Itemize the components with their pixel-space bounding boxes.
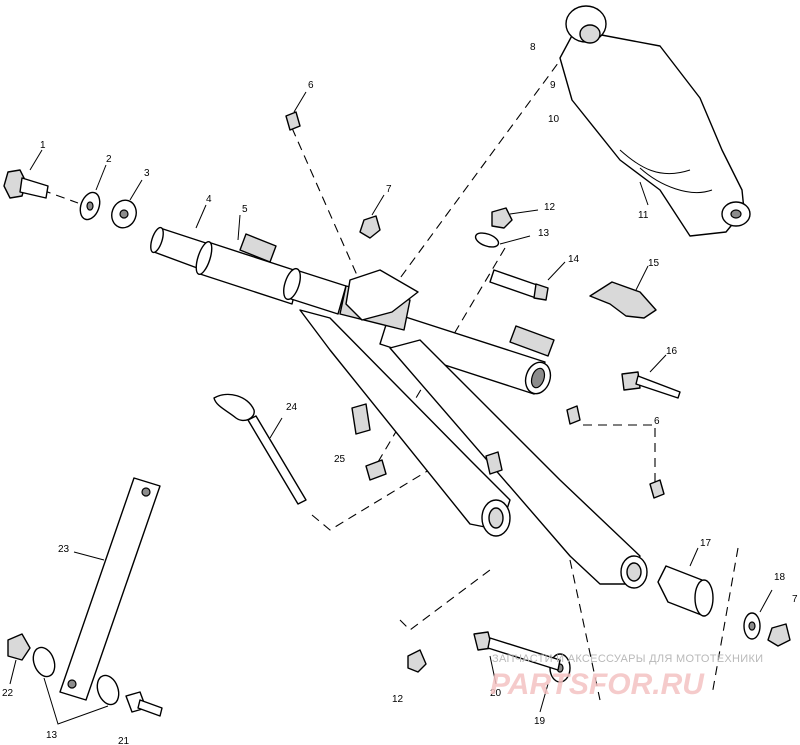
callout-13-top: 13 bbox=[538, 228, 550, 239]
callout-14: 14 bbox=[568, 254, 580, 265]
watermark: ЗАПЧАСТИ И АКСЕССУАРЫ ДЛЯ МОТОТЕХНИКИ PA… bbox=[490, 653, 763, 701]
callout-13-bottom: 13 bbox=[46, 730, 58, 741]
callout-7-top: 7 bbox=[386, 184, 392, 195]
callout-2: 2 bbox=[106, 154, 112, 165]
callout-10: 10 bbox=[548, 114, 560, 125]
callout-21: 21 bbox=[118, 736, 130, 745]
callout-18: 18 bbox=[774, 572, 786, 583]
rod-part-24 bbox=[213, 393, 307, 505]
pin-part-14 bbox=[489, 261, 566, 301]
swing-arm-assembly bbox=[283, 267, 648, 589]
washer-part-13 bbox=[32, 232, 531, 725]
callout-4: 4 bbox=[206, 194, 212, 205]
grease-fitting-part-6 bbox=[285, 91, 665, 499]
watermark-logo: PARTSFOR.RU bbox=[490, 668, 705, 701]
callout-3: 3 bbox=[144, 168, 150, 179]
bracket-part-15 bbox=[589, 265, 657, 319]
nut-part-22 bbox=[7, 633, 31, 685]
callout-22: 22 bbox=[2, 688, 14, 699]
callout-24: 24 bbox=[286, 402, 298, 413]
callout-17: 17 bbox=[700, 538, 712, 549]
nut-part-7 bbox=[359, 194, 791, 647]
callout-7-right: 7 bbox=[792, 594, 798, 605]
callout-12-bottom: 12 bbox=[392, 694, 404, 705]
callout-15: 15 bbox=[648, 258, 660, 269]
callout-12-top: 12 bbox=[544, 202, 556, 213]
nut-part-12 bbox=[407, 207, 539, 673]
callout-25: 25 bbox=[334, 454, 346, 465]
bolt-part-21 bbox=[125, 691, 163, 717]
callout-16: 16 bbox=[666, 346, 678, 357]
watermark-tagline: ЗАПЧАСТИ И АКСЕССУАРЫ ДЛЯ МОТОТЕХНИКИ bbox=[492, 653, 763, 665]
callout-19: 19 bbox=[534, 716, 546, 727]
washer-part-18 bbox=[743, 589, 773, 640]
sleeve-part-5 bbox=[195, 214, 301, 305]
callout-11: 11 bbox=[638, 210, 649, 221]
callout-5: 5 bbox=[242, 204, 248, 215]
callout-20: 20 bbox=[490, 688, 502, 699]
washer-part-3 bbox=[111, 179, 143, 229]
callout-6-top: 6 bbox=[308, 80, 314, 91]
callout-9: 9 bbox=[550, 80, 556, 91]
spacer-part-17 bbox=[657, 547, 714, 617]
bolt-part-1 bbox=[3, 149, 49, 199]
callout-23: 23 bbox=[58, 544, 70, 555]
bolt-part-20 bbox=[473, 631, 561, 685]
callout-6-right: 6 bbox=[654, 416, 660, 427]
washer-part-2 bbox=[79, 164, 107, 221]
strap-part-23 bbox=[59, 477, 161, 701]
bolt-part-16 bbox=[621, 354, 681, 399]
clip-part-25 bbox=[365, 459, 387, 481]
callout-labels: 1 2 3 4 5 6 6 7 7 8 9 10 11 12 12 13 13 … bbox=[2, 42, 798, 745]
callout-1: 1 bbox=[40, 140, 46, 151]
callout-8: 8 bbox=[530, 42, 536, 53]
shock-absorber bbox=[559, 5, 751, 237]
